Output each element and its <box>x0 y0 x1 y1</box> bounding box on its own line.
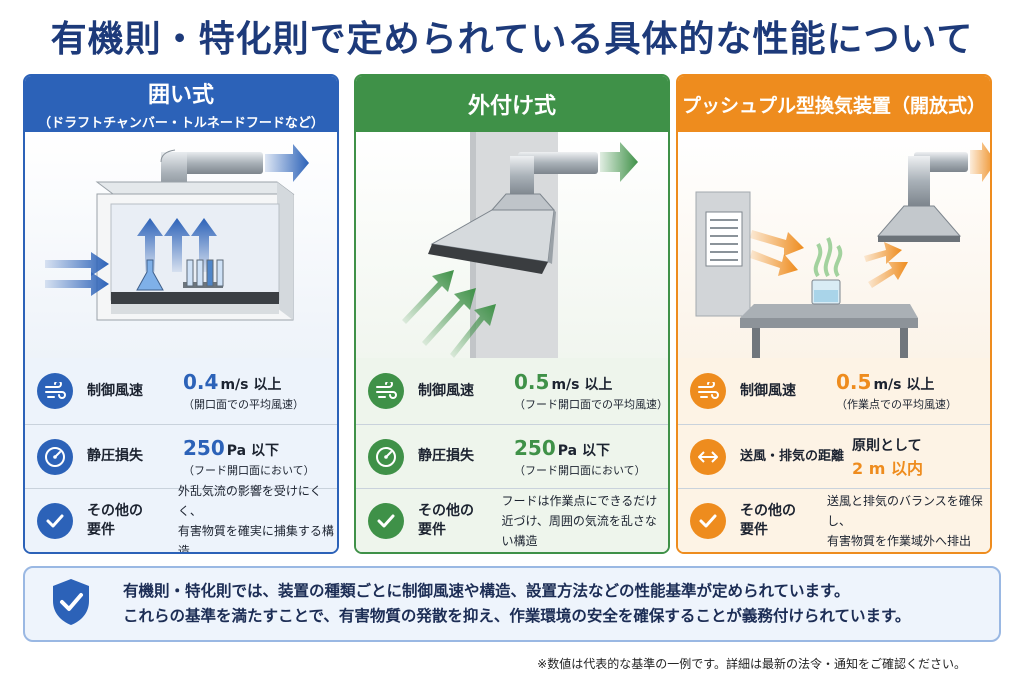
spec-row-other: その他の 要件 外乱気流の影響を受けにくく、 有害物質を確実に捕集する構造 <box>25 484 337 552</box>
card-push-pull: プッシュプル型換気装置（開放式） <box>676 74 992 554</box>
spec-row-other: その他の 要件 フードは作業点にできるだけ 近づけ、周囲の気流を乱さない構造 <box>356 488 668 552</box>
footnote: ※数値は代表的な基準の一例です。詳細は最新の法令・通知をご確認ください。 <box>537 657 966 671</box>
spec-label: その他の 要件 <box>87 502 143 538</box>
spec-value: 送風と排気のバランスを確保し、 有害物質を作業域外へ排出 <box>827 491 990 551</box>
spec-text-line: 有害物質を作業域外へ排出 <box>827 533 972 548</box>
spec-number: 2 m 以内 <box>852 458 923 478</box>
wind-icon <box>368 373 404 409</box>
card-title: 囲い式 <box>147 83 214 108</box>
gauge-icon <box>37 438 73 475</box>
shield-check-icon <box>49 577 93 631</box>
card-header: 囲い式 （ドラフトチャンバー・トルネードフードなど） <box>25 76 337 132</box>
wind-icon <box>37 373 73 409</box>
spec-number: 0.5 <box>836 370 872 394</box>
card-header: プッシュプル型換気装置（開放式） <box>678 76 990 132</box>
page-title: 有機則・特化則で定められている具体的な性能について <box>50 19 974 60</box>
spec-row-other: その他の 要件 送風と排気のバランスを確保し、 有害物質を作業域外へ排出 <box>678 488 990 552</box>
spec-row-distance: 送風・排気の距離 原則として 2 m 以内 <box>678 424 990 488</box>
spec-label: 制御風速 <box>87 382 143 399</box>
gauge-icon <box>368 438 404 475</box>
spec-value: 外乱気流の影響を受けにくく、 有害物質を確実に捕集する構造 <box>177 481 337 554</box>
spec-unit: m/s 以上 <box>220 377 282 393</box>
check-icon <box>37 502 73 539</box>
card-header: 外付け式 <box>356 76 668 132</box>
spec-number: 250 <box>514 435 556 460</box>
summary-line: これらの基準を満たすことで、有害物質の発散を抑え、作業環境の安全を確保することが… <box>123 607 911 625</box>
spec-text-line: 送風と排気のバランスを確保し、 <box>827 493 983 528</box>
summary-box: 有機則・特化則では、装置の種類ごとに制御風速や構造、設置方法などの性能基準が定め… <box>23 566 1001 642</box>
spec-text-line: 有害物質を確実に捕集する構造 <box>177 523 334 554</box>
spec-label: その他の 要件 <box>740 502 796 538</box>
spec-text-line: フードは作業点にできるだけ <box>501 493 658 508</box>
spec-number: 250 <box>183 435 225 460</box>
card-subtitle: （ドラフトチャンバー・トルネードフードなど） <box>38 116 324 131</box>
spec-value: 原則として 2 m 以内 <box>852 435 923 479</box>
spec-label: 送風・排気の距離 <box>740 449 845 464</box>
spec-label: その他の 要件 <box>418 502 474 538</box>
spec-note: （フード開口面において） <box>514 463 646 477</box>
spec-note: （開口面での平均風速） <box>183 398 304 411</box>
card-title: プッシュプル型換気装置（開放式） <box>681 94 986 117</box>
check-icon <box>368 502 404 539</box>
spec-text-line: 外乱気流の影響を受けにくく、 <box>177 483 322 518</box>
spec-unit: Pa 以下 <box>226 442 279 459</box>
spec-unit: m/s 以上 <box>873 377 935 393</box>
spec-note: （作業点での平均風速） <box>836 398 957 411</box>
push-pull-illustration <box>678 132 990 358</box>
spec-text-line: 近づけ、周囲の気流を乱さない構造 <box>501 513 657 548</box>
external-hood-illustration <box>356 132 668 358</box>
summary-text: 有機則・特化則では、装置の種類ごとに制御風速や構造、設置方法などの性能基準が定め… <box>123 579 910 629</box>
summary-line: 有機則・特化則では、装置の種類ごとに制御風速や構造、設置方法などの性能基準が定め… <box>123 582 850 600</box>
spec-unit: Pa 以下 <box>557 442 610 459</box>
distance-icon <box>690 438 726 475</box>
card-enclosed-hood: 囲い式 （ドラフトチャンバー・トルネードフードなど） <box>23 74 339 554</box>
spec-number: 0.5 <box>514 370 550 394</box>
check-icon <box>690 502 726 539</box>
card-title: 外付け式 <box>467 94 556 119</box>
spec-unit: m/s 以上 <box>551 377 613 393</box>
spec-label: 制御風速 <box>418 382 474 399</box>
spec-note: （フード開口面において） <box>183 463 315 477</box>
spec-number: 0.4 <box>183 370 219 394</box>
spec-lead: 原則として <box>852 437 922 454</box>
card-external-hood: 外付け式 <box>354 74 670 554</box>
spec-label: 静圧損失 <box>418 448 474 464</box>
spec-value: フードは作業点にできるだけ 近づけ、周囲の気流を乱さない構造 <box>502 491 669 551</box>
spec-label: 制御風速 <box>740 382 796 399</box>
spec-note: （フード開口面での平均風速） <box>514 398 668 411</box>
spec-label: 静圧損失 <box>87 448 143 464</box>
fume-hood-illustration <box>25 132 337 358</box>
wind-icon <box>690 373 726 409</box>
